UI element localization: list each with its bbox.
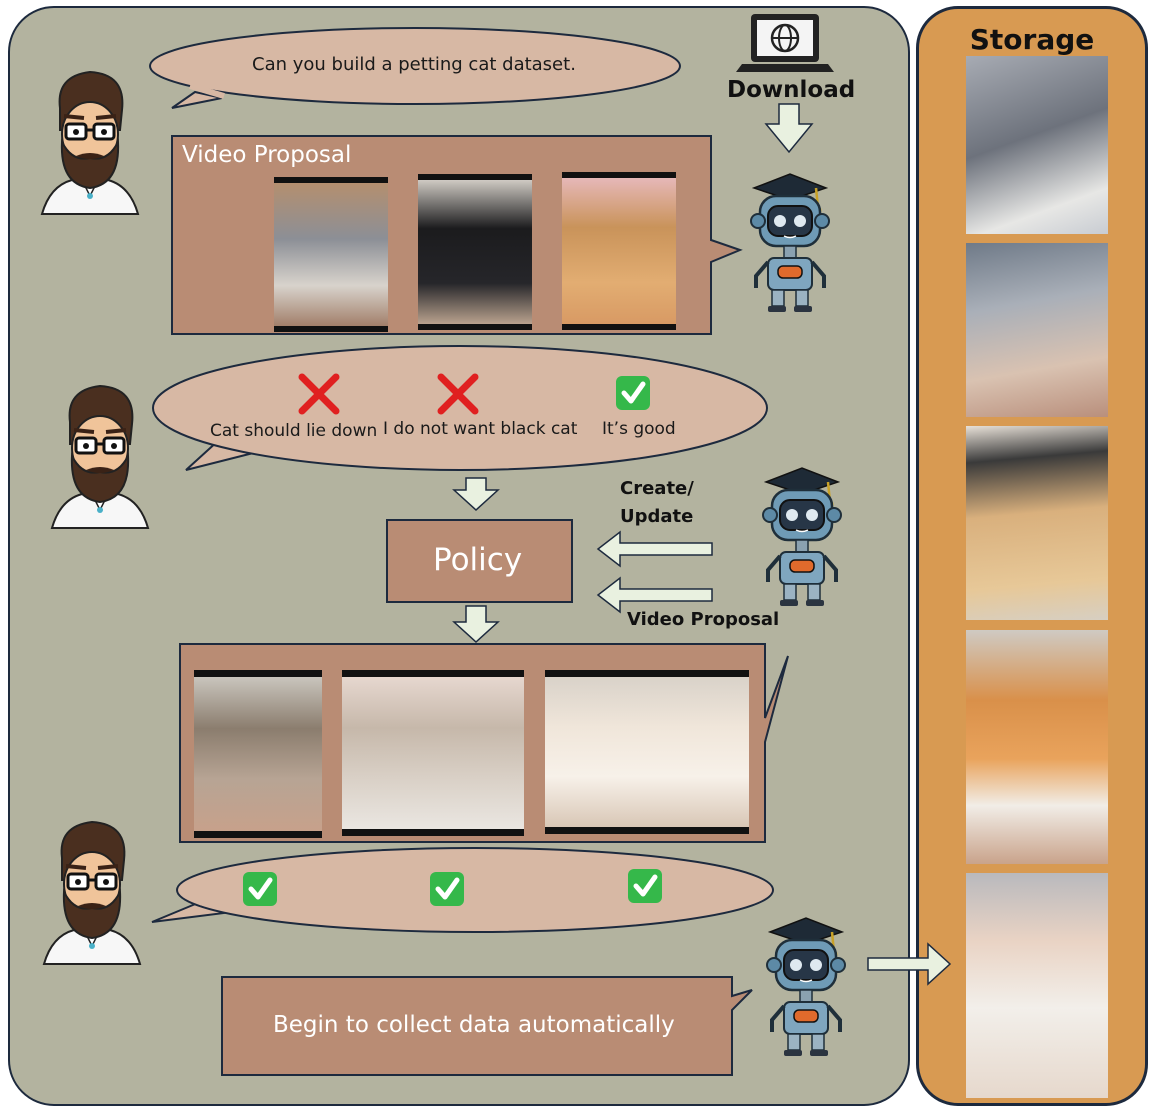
- user-avatar-icon: [42, 820, 142, 966]
- check-mark-icon: [628, 869, 662, 903]
- storage-image-5: [966, 873, 1108, 1098]
- check-mark-icon: [616, 376, 650, 410]
- arrow-icon: [867, 942, 952, 986]
- arrow-icon: [452, 605, 500, 644]
- feedback-no-black-cat: I do not want black cat: [383, 419, 578, 439]
- arrow-icon: [452, 477, 500, 512]
- video-proposal-label: Video Proposal: [627, 609, 780, 630]
- proposal-title: Video Proposal: [182, 142, 352, 168]
- result-video-3: [545, 670, 749, 834]
- storage-title: Storage: [969, 23, 1095, 56]
- check-mark-icon: [243, 872, 277, 906]
- storage-image-4: [966, 630, 1108, 864]
- feedback-good: It’s good: [602, 419, 676, 439]
- policy-label: Policy: [433, 542, 523, 578]
- final-message-box: [221, 976, 753, 1076]
- feedback-lie-down: Cat should lie down: [210, 421, 378, 441]
- result-video-1: [194, 670, 322, 838]
- arrow-icon: [764, 103, 814, 154]
- user-avatar-icon: [40, 70, 140, 216]
- proposal-video-3: [562, 172, 676, 330]
- robot-agent-icon: [749, 172, 831, 314]
- user-avatar-icon: [50, 384, 150, 530]
- request-text: Can you build a petting cat dataset.: [252, 54, 576, 75]
- final-message: Begin to collect data automatically: [273, 1012, 675, 1038]
- result-video-2: [342, 670, 524, 836]
- arrow-icon: [596, 530, 713, 568]
- speech-bubble-approval: [151, 847, 774, 933]
- update-label: Update: [620, 506, 694, 527]
- storage-image-3: [966, 426, 1108, 620]
- arrow-icon: [596, 576, 713, 614]
- create-label: Create/: [620, 478, 694, 499]
- speech-bubble-request: [149, 27, 681, 109]
- robot-agent-icon: [761, 466, 843, 608]
- check-mark-icon: [430, 872, 464, 906]
- proposal-video-1: [274, 177, 388, 332]
- robot-agent-icon: [765, 916, 847, 1058]
- download-label: Download: [727, 77, 856, 103]
- policy-box: [386, 519, 573, 603]
- proposal-video-2: [418, 174, 532, 330]
- laptop-globe-icon: [736, 14, 834, 72]
- speech-bubble-feedback: [152, 345, 768, 471]
- storage-image-2: [966, 243, 1108, 417]
- storage-image-1: [966, 56, 1108, 234]
